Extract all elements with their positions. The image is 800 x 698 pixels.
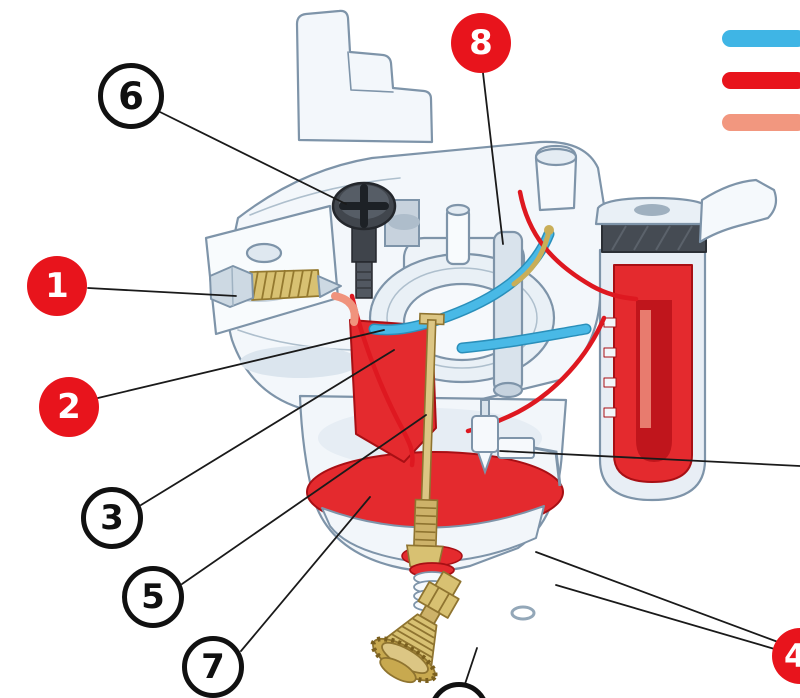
leader-line-8 xyxy=(482,72,504,245)
main-jet xyxy=(405,312,445,569)
screw-tip xyxy=(317,275,342,298)
legend-bar-salmon xyxy=(722,114,800,131)
cap-facet xyxy=(231,266,234,307)
emulsion-tube xyxy=(492,230,524,394)
cross-slot xyxy=(339,184,389,228)
fuel-line-left xyxy=(349,293,415,468)
plate-hole xyxy=(245,242,283,264)
throttle-stop-screw xyxy=(331,181,420,299)
throttle-lever-right xyxy=(698,178,778,244)
leader-line-4b xyxy=(555,584,779,651)
callout-4-label: 4 xyxy=(784,637,800,675)
inlet-end-cap xyxy=(379,657,417,684)
top-bracket xyxy=(295,9,434,144)
legend-bar-blue xyxy=(722,30,800,47)
emulsion-tube-base xyxy=(492,381,524,399)
venturi-ring xyxy=(386,267,538,369)
screw-cap xyxy=(209,265,254,308)
tower-core-highlight xyxy=(640,310,651,428)
carb-body xyxy=(204,9,610,410)
mixture-elbow xyxy=(331,292,359,326)
intake-horn-top xyxy=(534,147,578,167)
leader-line-5 xyxy=(181,414,427,585)
leader-line-4a xyxy=(535,551,779,643)
fuel-inlet-fitting xyxy=(370,570,462,684)
screw-stem-upper xyxy=(351,225,377,263)
callout-1: 1 xyxy=(27,256,87,316)
screw-bracket-boss xyxy=(388,214,420,230)
leader-line-2 xyxy=(97,329,385,399)
needle-valve-body xyxy=(471,415,499,453)
stem-segments xyxy=(356,271,372,289)
gold-link-wire xyxy=(511,228,552,287)
hex-facets xyxy=(427,586,450,613)
fuel-pump-tower xyxy=(594,196,714,502)
callout-7-label: 7 xyxy=(201,647,225,687)
callout-8: 8 xyxy=(451,13,511,73)
leader-line-bottom xyxy=(464,647,478,685)
fuel-line-top xyxy=(517,189,639,302)
leader-lines xyxy=(87,72,800,685)
callout-3-label: 3 xyxy=(100,498,124,538)
leader-line-1 xyxy=(87,287,237,297)
air-tube-blue xyxy=(368,228,592,354)
body-shadow xyxy=(240,346,360,378)
callout-5: 5 xyxy=(122,566,184,628)
top-bracket-detail xyxy=(347,51,394,93)
callout-2-label: 2 xyxy=(57,387,81,427)
leader-line-3 xyxy=(140,349,395,506)
tower-top-hole xyxy=(634,204,670,216)
callout-6: 6 xyxy=(98,63,164,129)
callout-5-label: 5 xyxy=(141,577,165,617)
gold-wire-ball xyxy=(544,225,554,235)
tower-fins xyxy=(603,317,617,418)
idle-mixture-screw xyxy=(209,265,342,308)
callout-7: 7 xyxy=(182,636,244,698)
callout-3: 3 xyxy=(81,487,143,549)
valve-link-arm xyxy=(533,446,562,487)
thread-ribs xyxy=(415,506,437,542)
vent-cylinder xyxy=(445,206,471,266)
callout-1-label: 1 xyxy=(45,266,69,306)
retaining-ring xyxy=(510,605,536,621)
vent-cylinder-top xyxy=(445,203,471,217)
callout-8-label: 8 xyxy=(469,23,493,63)
spring-coils xyxy=(252,269,313,300)
legend-bar-red xyxy=(722,72,800,89)
valve-link-block xyxy=(497,437,535,459)
leader-line-right xyxy=(499,450,800,467)
leader-line-6 xyxy=(159,111,347,205)
tower-cap-hatch xyxy=(611,225,693,251)
callout-6-label: 6 xyxy=(118,74,144,118)
callout-2: 2 xyxy=(39,377,99,437)
cone-ribs xyxy=(390,617,436,659)
leader-line-7 xyxy=(240,496,371,652)
needle-valve-tip xyxy=(476,451,494,476)
